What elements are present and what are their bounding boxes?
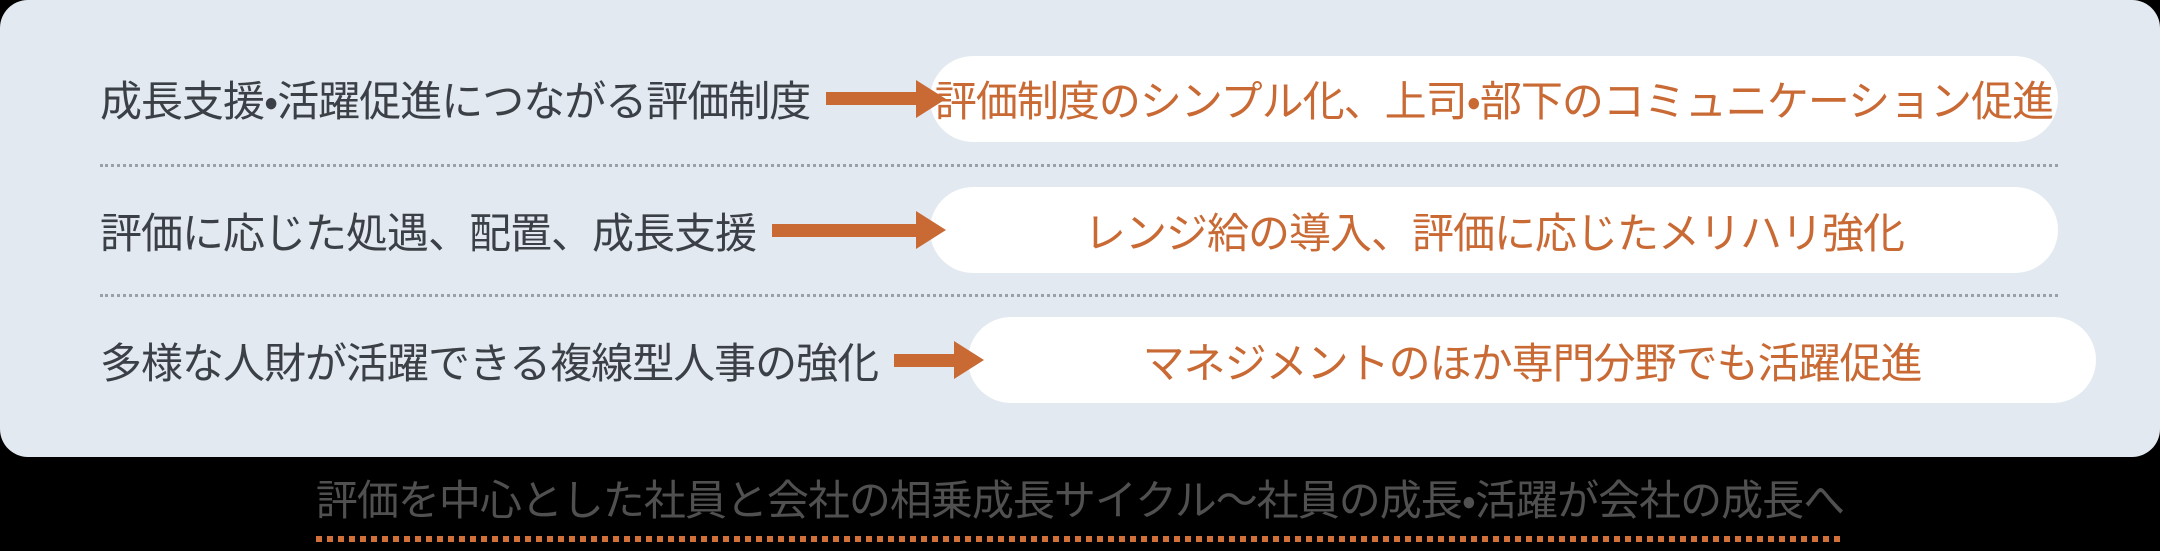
mapping-row-diverse-talent: 多様な人財が活躍できる複線型人事の強化 マネジメントのほか専門分野でも活躍促進: [100, 293, 2097, 424]
caption-underline-dots: [315, 535, 1845, 542]
row-label: 多様な人財が活躍できる複線型人事の強化: [100, 339, 879, 387]
row-label: 評価に応じた処遇、配置、成長支援: [100, 209, 757, 257]
caption-box: 評価を中心とした社員と会社の相乗成長サイクル〜社員の成長・活躍が会社の成長へ: [315, 467, 1845, 542]
arrow-right-icon: [894, 341, 985, 379]
arrow-right-icon: [826, 79, 946, 118]
outcome-text: レンジ給の導入、評価に応じたメリハリ強化: [1083, 209, 1905, 257]
arrow-right-icon: [772, 211, 946, 249]
outcome-text: 評価制度のシンプル化、上司・部下のコミュニケーション促進: [934, 78, 2054, 125]
arrow-shaft: [826, 92, 916, 105]
outcome-pill: レンジ給の導入、評価に応じたメリハリ強化: [930, 187, 2058, 273]
caption: 評価を中心とした社員と会社の相乗成長サイクル〜社員の成長・活躍が会社の成長へ: [315, 476, 1845, 524]
arrow-head: [916, 79, 946, 118]
evaluation-mapping-card: 成長支援・活躍促進につながる評価制度 評価制度のシンプル化、上司・部下のコミュニ…: [0, 0, 2160, 457]
arrow-head: [916, 211, 946, 249]
mapping-row-evaluation-system: 成長支援・活躍促進につながる評価制度 評価制度のシンプル化、上司・部下のコミュニ…: [100, 34, 2058, 164]
outcome-pill: マネジメントのほか専門分野でも活躍促進: [968, 317, 2097, 403]
mapping-row-treatment: 評価に応じた処遇、配置、成長支援 レンジ給の導入、評価に応じたメリハリ強化: [100, 163, 2058, 294]
arrow-head: [954, 341, 985, 379]
row-label: 成長支援・活躍促進につながる評価制度: [100, 78, 811, 125]
outcome-text: マネジメントのほか専門分野でも活躍促進: [1142, 339, 1923, 387]
arrow-shaft: [772, 223, 916, 237]
caption-area: 評価を中心とした社員と会社の相乗成長サイクル〜社員の成長・活躍が会社の成長へ: [0, 457, 2160, 551]
arrow-shaft: [894, 353, 955, 367]
outcome-pill: 評価制度のシンプル化、上司・部下のコミュニケーション促進: [930, 55, 2058, 142]
